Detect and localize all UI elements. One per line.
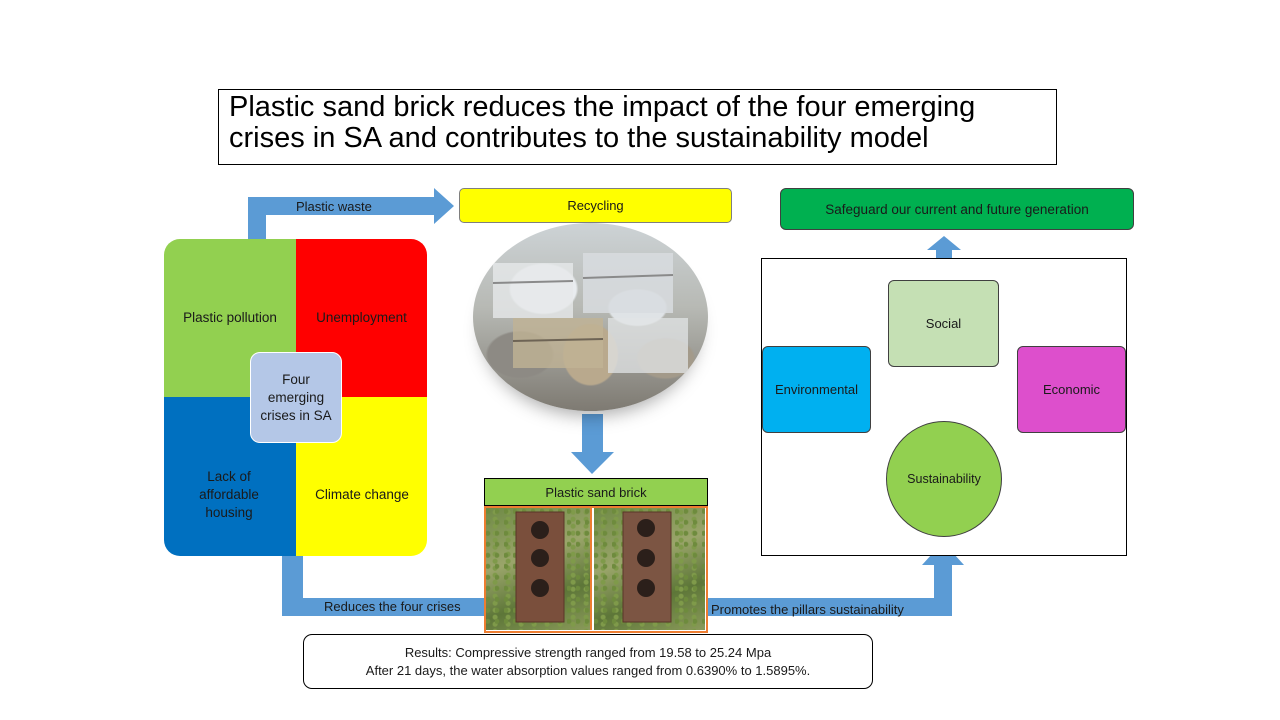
crisis-affordable-housing-label: Lack of affordable housing [199,469,259,520]
crisis-unemployment: Unemployment [296,239,427,397]
plastic-waste-label: Plastic waste [296,199,372,214]
brick-shapes [515,511,672,623]
pillar-environmental: Environmental [762,346,871,433]
pillar-economic: Economic [1017,346,1126,433]
promotes-pillars-label: Promotes the pillars sustainability [711,602,904,617]
plastic-sand-brick-image [484,506,708,633]
plastic-waste-arrow [248,188,454,240]
recycling-to-brick-arrow [571,414,614,474]
results-compressive-strength: Results: Compressive strength ranged fro… [404,645,772,660]
results-water-absorption: After 21 days, the water absorption valu… [365,663,811,678]
plastic-sand-brick-label: Plastic sand brick [484,478,708,506]
page-title: Plastic sand brick reduces the impact of… [218,89,1057,165]
reduces-crises-label: Reduces the four crises [324,599,461,614]
recycled-plastic-bales-image [473,223,708,411]
recycling-box: Recycling [459,188,732,223]
pillar-social: Social [888,280,999,367]
crises-grid: Plastic pollution Unemployment Lack of a… [164,239,427,556]
crisis-climate-change-label: Climate change [315,487,409,502]
crises-center-box: Four emerging crises in SA [250,352,342,443]
goal-box: Safeguard our current and future generat… [780,188,1134,230]
sustainability-core: Sustainability [886,421,1002,537]
bale-texture [492,253,688,373]
results-box: Results: Compressive strength ranged fro… [303,634,873,689]
to-goal-arrow [927,236,961,268]
